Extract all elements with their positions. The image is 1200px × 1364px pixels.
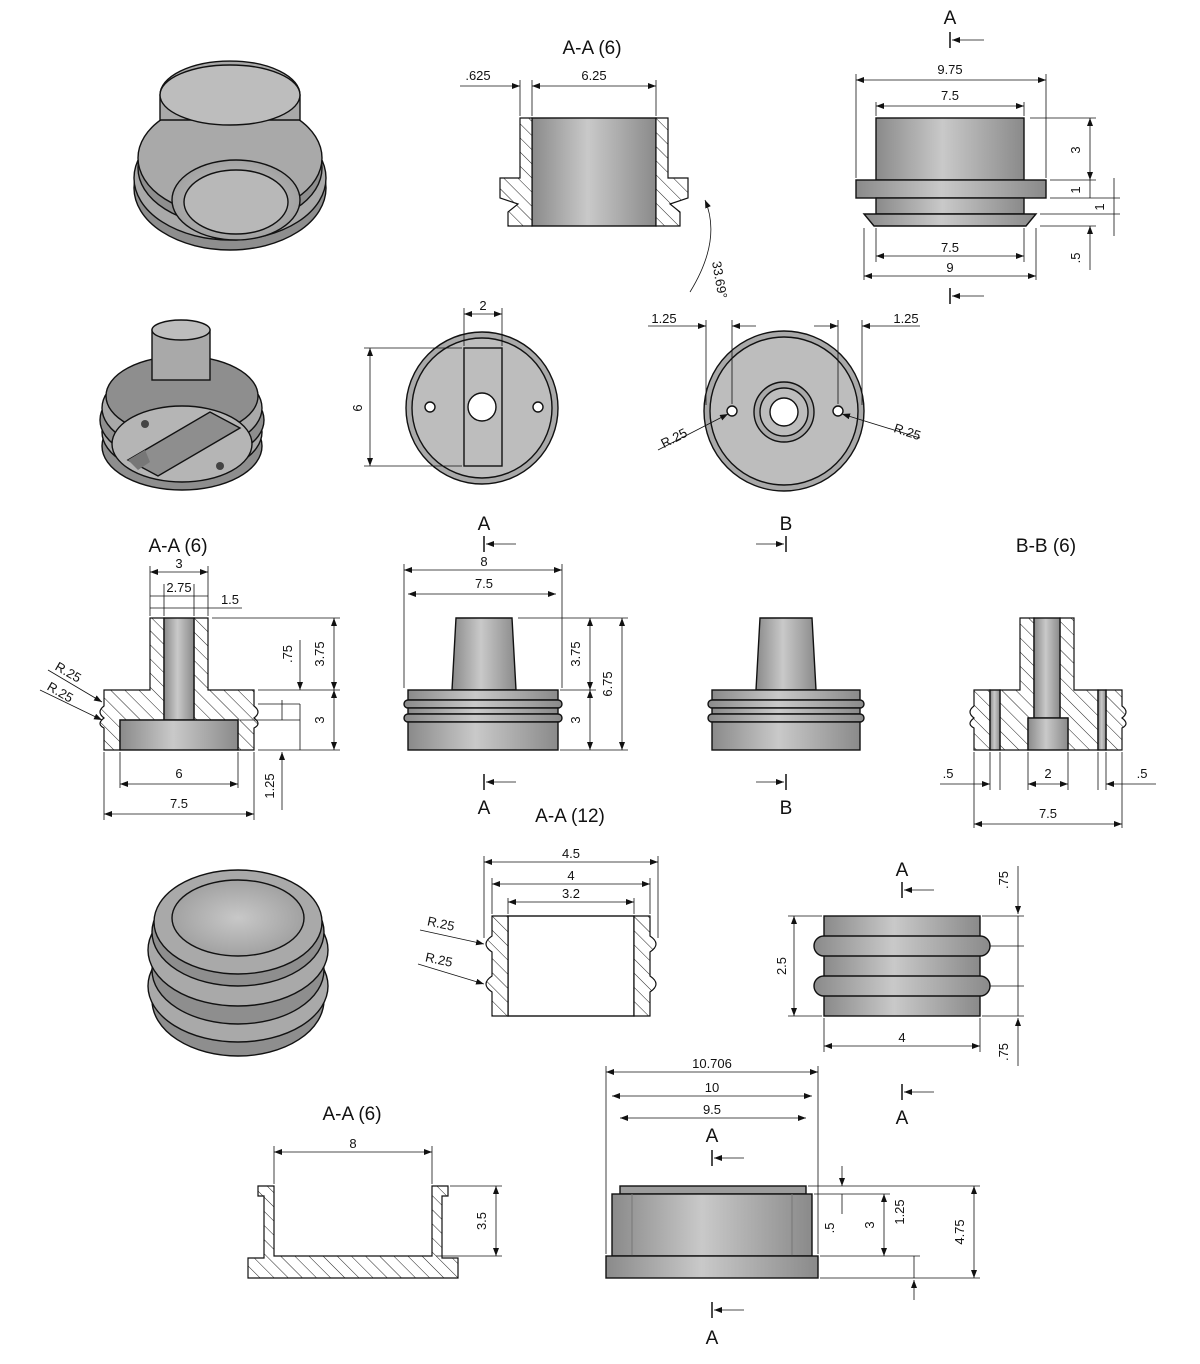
dim-text: 7.5 xyxy=(170,796,188,811)
dim-text: 1 xyxy=(1068,186,1083,193)
side-view-plug: B B xyxy=(707,514,865,819)
dim-text: 2 xyxy=(1044,766,1051,781)
dim-text: R.25 xyxy=(426,913,456,933)
dim-text: 33.69° xyxy=(709,260,730,300)
dim-text: 1 xyxy=(1092,203,1107,210)
dim-text: 6 xyxy=(175,766,182,781)
iso-view-stepped-cap xyxy=(133,60,327,251)
section-marker: A xyxy=(944,8,957,29)
section-marker: A xyxy=(896,860,909,881)
dim-text: 8 xyxy=(480,554,487,569)
dim-text: 1.25 xyxy=(892,1199,907,1224)
dim-text: 3.75 xyxy=(312,641,327,666)
dim-text: 2.75 xyxy=(166,580,191,595)
top-view-holes: 1.25 1.25 R.25 R.25 xyxy=(648,311,923,492)
dim-text: 3 xyxy=(312,716,327,723)
elevation-view-base: 10.706 10 9.5 A .5 3 1.25 4.75 A xyxy=(605,1056,980,1349)
dim-text: 9 xyxy=(946,260,953,275)
elevation-view-ring: A .75 .75 2.5 4 A xyxy=(774,860,1024,1129)
dim-text: 9.5 xyxy=(703,1102,721,1117)
dim-text: R.25 xyxy=(45,679,76,706)
dim-text: 3.5 xyxy=(474,1212,489,1230)
dim-text: R.25 xyxy=(658,425,689,451)
dim-text: 10 xyxy=(705,1080,719,1095)
dim-text: 3.2 xyxy=(562,886,580,901)
section-view-ring: A-A (12) 4.5 4 3.2 R.25 R.25 xyxy=(417,806,659,1017)
dim-text: 7.5 xyxy=(1039,806,1057,821)
dim-text: .5 xyxy=(1137,766,1148,781)
dim-text: .5 xyxy=(822,1223,837,1234)
dim-text: R.25 xyxy=(892,420,923,443)
dim-text: 8 xyxy=(349,1136,356,1151)
dim-text: 3 xyxy=(568,716,583,723)
dim-text: 4 xyxy=(567,868,574,883)
dim-text: .75 xyxy=(996,1043,1011,1061)
section-marker: A xyxy=(478,798,491,819)
elevation-view-plug: A 8 7.5 3.75 3 6.75 A xyxy=(403,514,628,819)
dim-text: 2.5 xyxy=(774,957,789,975)
iso-view-ring xyxy=(147,869,329,1057)
section-marker: A xyxy=(706,1328,719,1349)
section-marker: A xyxy=(706,1126,719,1147)
section-view-bb: B-B (6) .5 2 .5 7.5 xyxy=(940,536,1156,828)
view-title: A-A (12) xyxy=(535,806,605,827)
section-marker: A xyxy=(478,514,491,535)
dim-text: 3.75 xyxy=(568,641,583,666)
dim-text: 4 xyxy=(898,1030,905,1045)
dim-text: 3 xyxy=(1068,146,1083,153)
dim-text: 4.5 xyxy=(562,846,580,861)
dim-text: 7.5 xyxy=(941,240,959,255)
dim-text: 3 xyxy=(175,556,182,571)
dim-text: 1.5 xyxy=(221,592,239,607)
dim-text: 10.706 xyxy=(692,1056,732,1071)
dim-text: 2 xyxy=(479,298,486,313)
dim-text: .75 xyxy=(996,871,1011,889)
section-view-collar: A-A (6) .625 6.25 33.69° xyxy=(460,38,730,300)
section-marker: B xyxy=(780,514,793,535)
section-marker: A xyxy=(896,1108,909,1129)
section-marker: B xyxy=(780,798,793,819)
bottom-view-slot: 2 6 xyxy=(350,298,559,485)
dim-text: 4.75 xyxy=(952,1219,967,1244)
dim-text: 7.5 xyxy=(475,576,493,591)
section-view-plug: A-A (6) 3 2.75 1.5 R.25 R.25 3.75 3 .75 … xyxy=(39,536,340,820)
dim-text: 9.75 xyxy=(937,62,962,77)
dim-text: 6.75 xyxy=(600,671,615,696)
view-title: B-B (6) xyxy=(1016,536,1076,557)
dim-text: 6 xyxy=(350,404,365,411)
dim-text: 6.25 xyxy=(581,68,606,83)
dim-text: .75 xyxy=(280,645,295,663)
section-view-base: A-A (6) 8 3.5 xyxy=(247,1104,502,1279)
dim-text: .5 xyxy=(1068,253,1083,264)
dim-text: .5 xyxy=(943,766,954,781)
dim-text: 1.25 xyxy=(651,311,676,326)
iso-view-plug-bottom xyxy=(99,319,265,491)
view-title: A-A (6) xyxy=(562,38,621,59)
dim-text: 3 xyxy=(862,1221,877,1228)
dim-text: 7.5 xyxy=(941,88,959,103)
dim-text: 1.25 xyxy=(262,773,277,798)
view-title: A-A (6) xyxy=(148,536,207,557)
view-title: A-A (6) xyxy=(322,1104,381,1125)
elevation-view-collar: A 9.75 7.5 7.5 9 3 1 1 .5 xyxy=(855,8,1120,304)
dim-text: R.25 xyxy=(424,949,454,969)
dim-text: 1.25 xyxy=(893,311,918,326)
dim-text: .625 xyxy=(465,68,490,83)
